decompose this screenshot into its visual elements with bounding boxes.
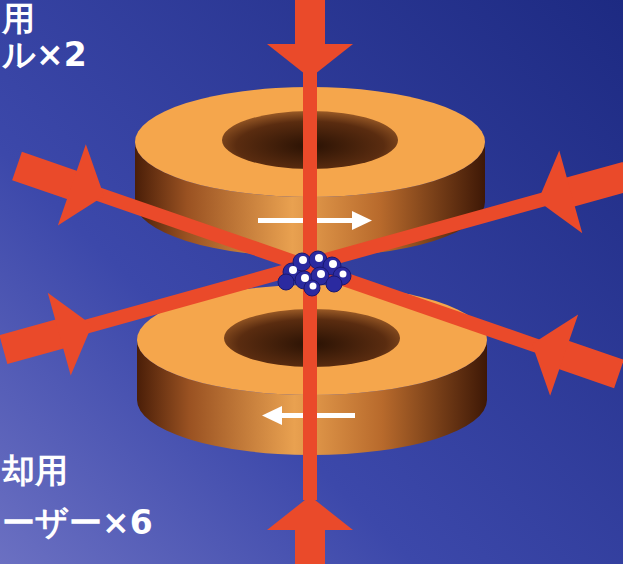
atom-cloud	[278, 251, 351, 296]
laser-beams	[85, 70, 545, 500]
caption-label: 却用	[2, 452, 68, 490]
caption-label: ーザー×6	[2, 504, 153, 542]
caption-label: ル×2	[2, 36, 87, 74]
caption-label: 用	[2, 0, 35, 38]
